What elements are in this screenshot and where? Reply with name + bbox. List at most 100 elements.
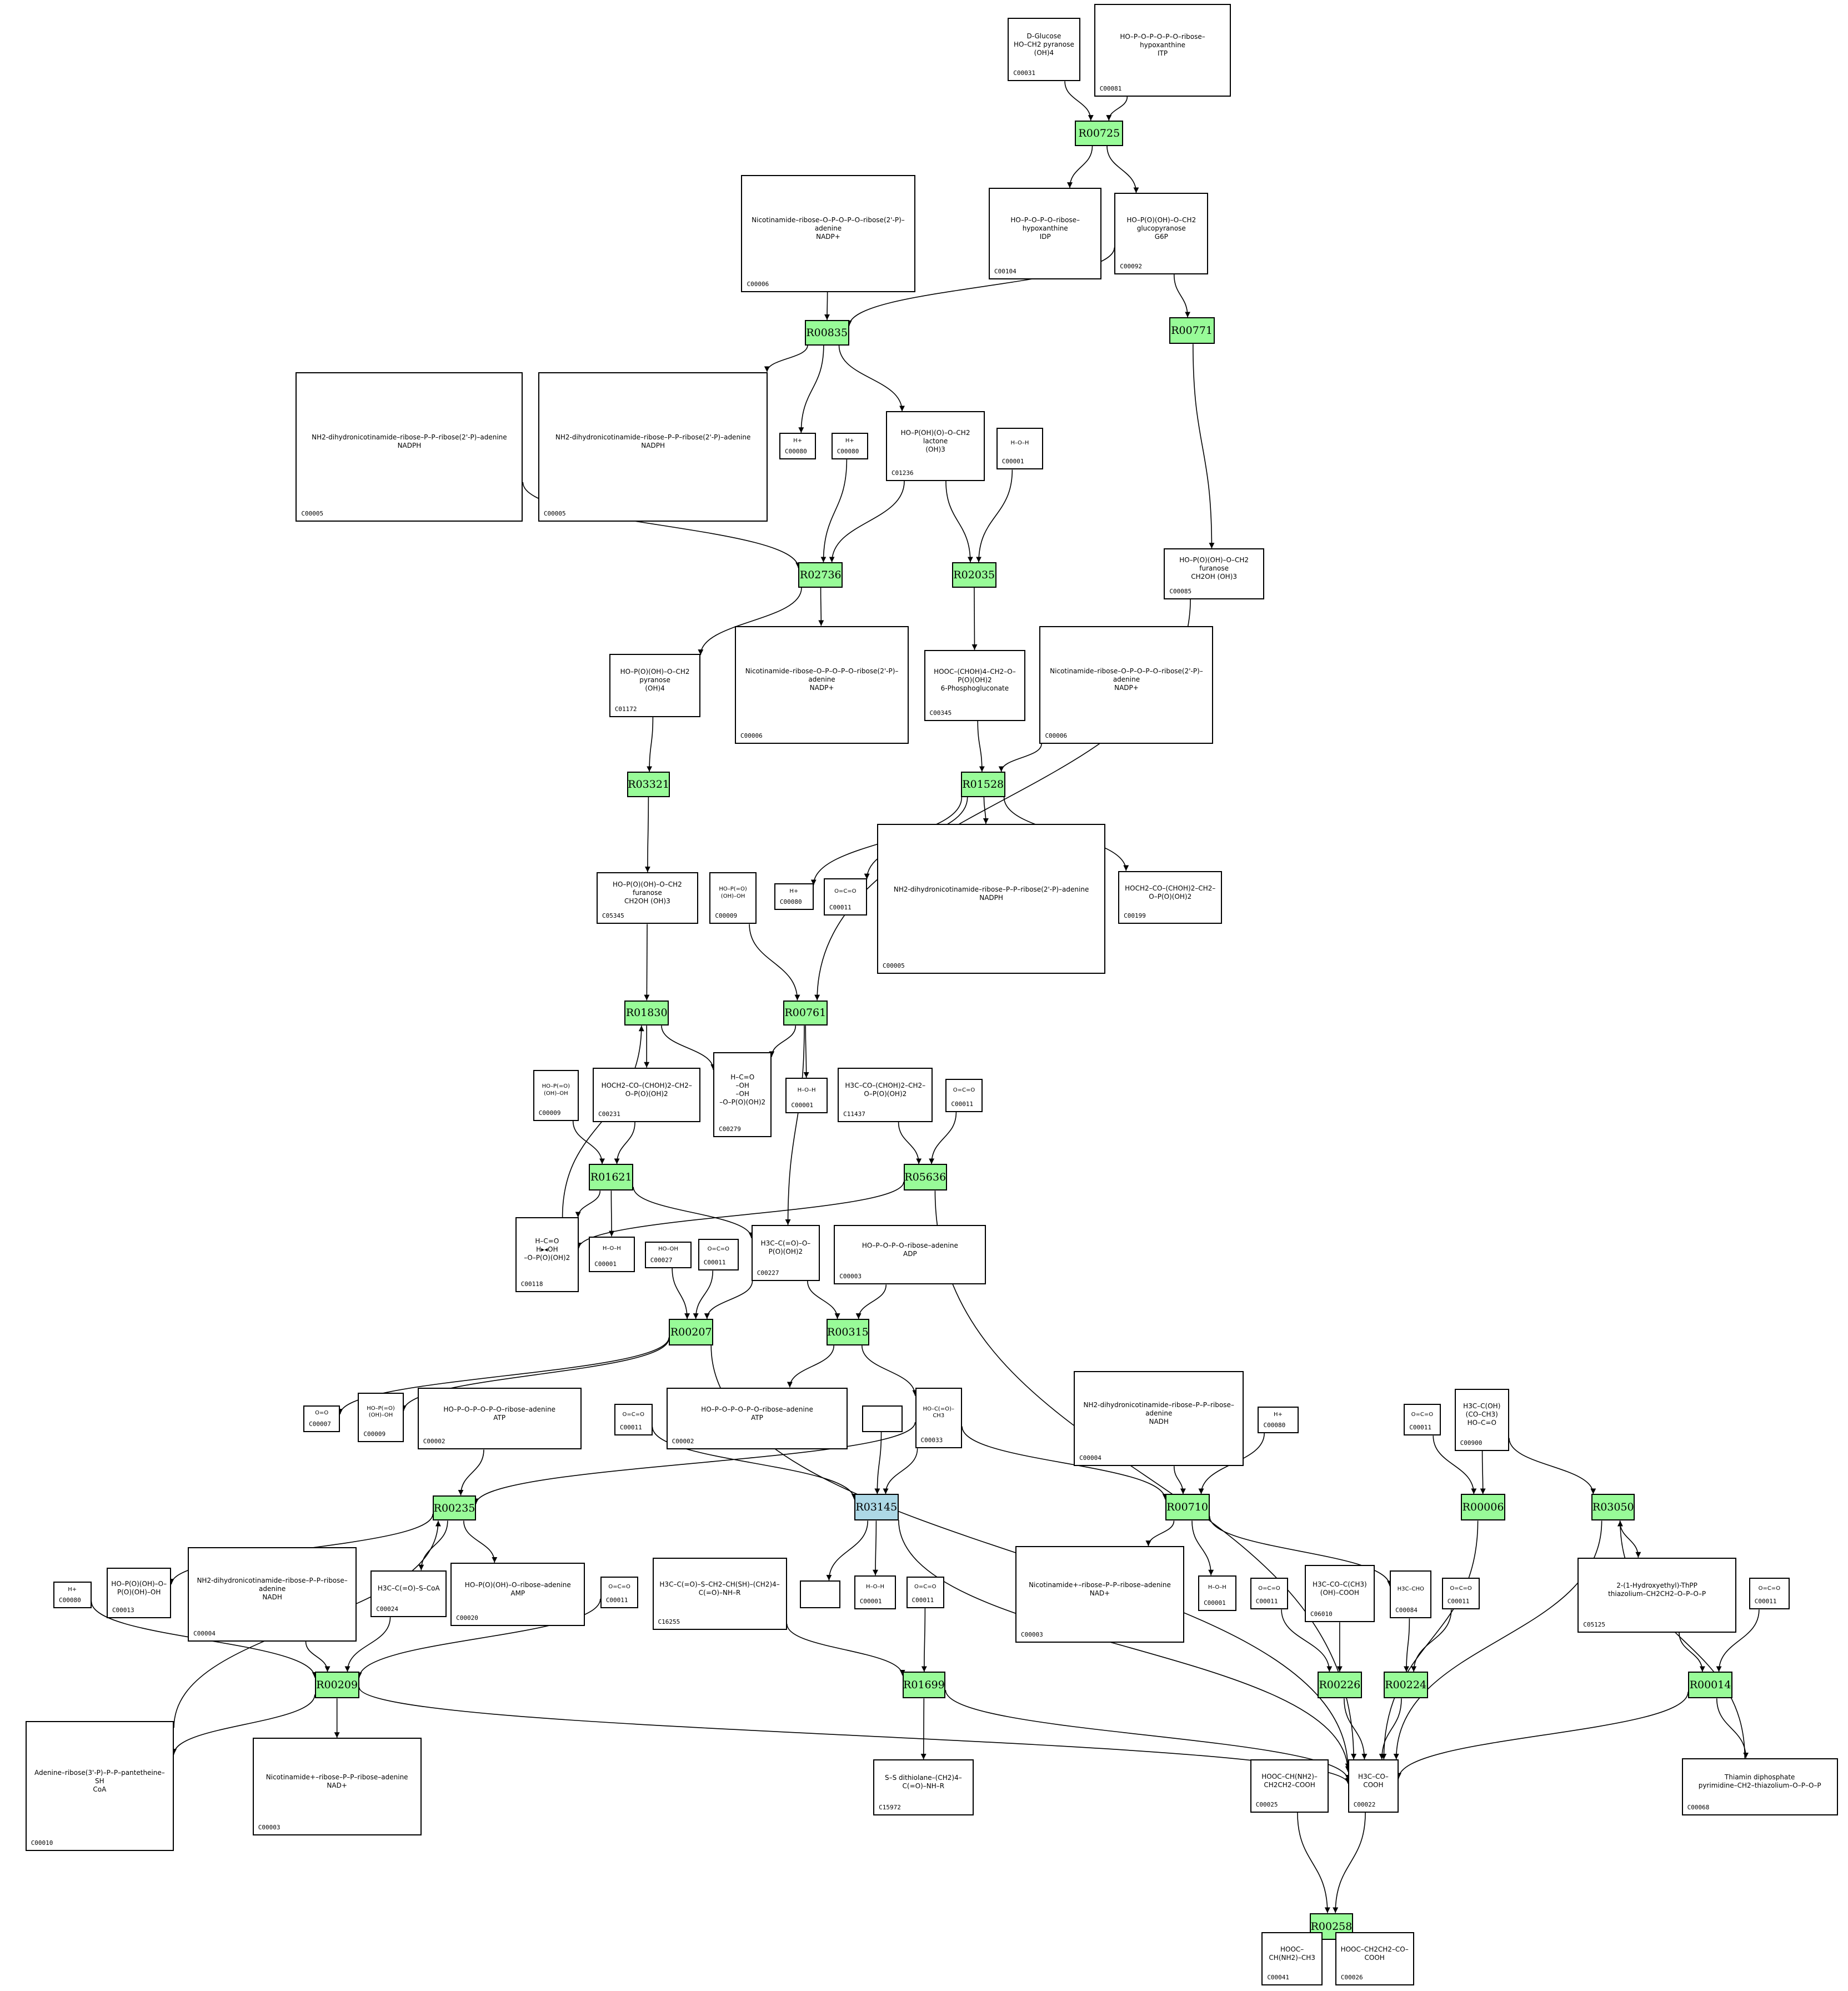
reaction-node-r00006[interactable]: R00006 [1461,1494,1506,1521]
reaction-node-r03145[interactable]: R03145 [854,1494,899,1521]
reaction-node-r00835[interactable]: R00835 [804,319,849,346]
reaction-node-r00207[interactable]: R00207 [669,1319,714,1346]
compound-node-c00003[interactable]: Nicotinamide+–ribose–P–P–ribose–adenine … [1015,1546,1184,1643]
compound-node-c00004[interactable]: NH2-dihydronicotinamide–ribose–P–P–ribos… [1074,1370,1244,1467]
reaction-node-r02736[interactable]: R02736 [798,562,843,588]
edge-R00725-to-c00104_a [1066,146,1093,188]
reaction-node-r05636[interactable]: R05636 [903,1164,947,1191]
edge-c00002_a-to-R00235 [458,1449,484,1495]
reaction-node-r00209[interactable]: R00209 [314,1672,359,1699]
compound-node-c00004[interactable]: NH2-dihydronicotinamide–ribose–P–P–ribos… [188,1547,357,1642]
compound-node-c16255[interactable]: H3C–C(=O)–S–CH2–CH(SH)–(CH2)4–C(=O)–NH–R… [652,1557,787,1630]
compound-node-c00005[interactable]: NH2-dihydronicotinamide–ribose–P–P–ribos… [296,372,523,522]
reaction-node-r00014[interactable]: R00014 [1688,1672,1733,1699]
reaction-node-r01621[interactable]: R01621 [589,1164,634,1191]
compound-node-c00005[interactable]: NH2-dihydronicotinamide–ribose–P–P–ribos… [538,372,768,522]
compound-node-c00080[interactable]: H+C00080 [53,1582,92,1609]
compound-node-c00006[interactable]: Nicotinamide–ribose–O–P–O–P–O–ribose(2'-… [735,626,909,744]
reaction-node-r00224[interactable]: R00224 [1383,1672,1428,1699]
reaction-node-r00761[interactable]: R00761 [783,1000,828,1026]
reaction-node-r00725[interactable]: R00725 [1075,121,1124,146]
reaction-node-r00315[interactable]: R00315 [826,1319,870,1346]
edge-R00235-to-c00020_a [463,1520,498,1563]
compound-node-c00080[interactable]: H+C00080 [831,433,868,460]
compound-node-c00345[interactable]: HOOC–(CHOH)4–CH2–O–P(O)(OH)2 6-Phosphogl… [924,649,1026,721]
compound-node-empty[interactable] [862,1405,903,1432]
compound-node-c00068[interactable]: Thiamin diphosphate pyrimidine–CH2–thiaz… [1681,1758,1838,1815]
compound-node-c00080[interactable]: H+C00080 [1258,1406,1299,1433]
edge-R00761-to-c00001_b [803,1025,809,1078]
reaction-node-r00771[interactable]: R00771 [1169,317,1215,344]
reaction-node-r03321[interactable]: R03321 [627,772,670,797]
reaction-node-r01528[interactable]: R01528 [960,772,1005,797]
compound-node-c00003[interactable]: Nicotinamide+–ribose–P–P–ribose–adenine … [252,1738,422,1836]
compound-node-empty[interactable] [799,1580,840,1609]
edge-R00006-to-c00022_a [1381,1520,1479,1760]
reaction-node-r01830[interactable]: R01830 [624,1000,669,1026]
compound-node-c00006[interactable]: Nicotinamide–ribose–O–P–O–P–O–ribose(2'-… [1039,626,1214,744]
reaction-node-r00235[interactable]: R00235 [433,1495,476,1521]
reaction-node-r00710[interactable]: R00710 [1165,1494,1210,1521]
compound-node-c00005[interactable]: NH2-dihydronicotinamide–ribose–P–P–ribos… [877,823,1106,974]
compound-node-c05125[interactable]: 2-(1-Hydroxyethyl)-ThPP thiazolium–CH2CH… [1577,1557,1736,1633]
reaction-node-r01699[interactable]: R01699 [902,1672,946,1699]
reaction-node-r03050[interactable]: R03050 [1591,1494,1635,1521]
compound-id-label: C00068 [1687,1803,1710,1811]
compound-node-c00080[interactable]: H+C00080 [779,433,817,460]
compound-node-c00080[interactable]: H+C00080 [774,883,814,911]
compound-node-c00006[interactable]: Nicotinamide–ribose–O–P–O–P–O–ribose(2'-… [741,175,915,292]
compound-node-c00010[interactable]: Adenine–ribose(3'-P)–P–P–pantetheine–SH … [25,1721,174,1851]
reaction-node-r00226[interactable]: R00226 [1317,1672,1362,1699]
reaction-node-r02035[interactable]: R02035 [951,562,996,588]
